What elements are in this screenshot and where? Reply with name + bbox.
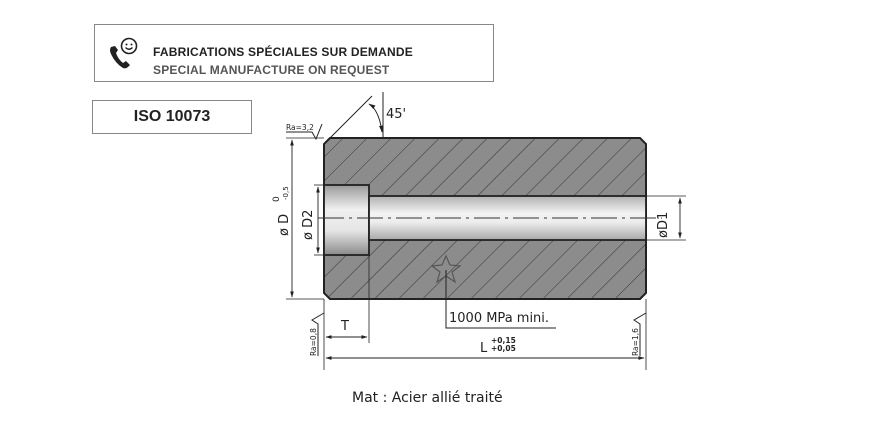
hardness-note: 1000 MPa mini. (449, 311, 549, 326)
roughness-top-label: Ra=3,2 (286, 123, 314, 132)
d1-label: øD1 (656, 212, 671, 238)
l-label: L (480, 341, 488, 356)
od-label: ø D (277, 214, 292, 236)
standard-badge: ISO 10073 (92, 100, 252, 134)
t-label: T (340, 319, 349, 334)
roughness-left-label: Ra=0,8 (309, 328, 318, 356)
l-tol-lower: +0,05 (491, 344, 516, 353)
standard-label: ISO 10073 (133, 108, 211, 125)
l-tol-upper: +0,15 (491, 336, 516, 345)
hardness-leader (445, 270, 556, 329)
header-banner: FABRICATIONS SPÉCIALES SUR DEMANDE SPECI… (94, 24, 494, 82)
material-note: Mat : Acier allié traité (352, 390, 503, 406)
roughness-top-symbol (286, 123, 323, 141)
phone-smiley-icon (110, 37, 138, 69)
counterbore (323, 184, 370, 256)
header-title-fr: FABRICATIONS SPÉCIALES SUR DEMANDE (153, 45, 413, 59)
roughness-right-label: Ra=1,6 (631, 328, 640, 356)
d2-label: ø D2 (301, 210, 316, 240)
od-tol-upper: 0 (272, 196, 282, 202)
roughness-left-symbol (311, 312, 325, 356)
chamfer-angle-label: 45' (386, 107, 406, 122)
header-title-en: SPECIAL MANUFACTURE ON REQUEST (153, 63, 390, 77)
chamfer-line (329, 95, 373, 139)
od-tol-lower: -0,5 (282, 186, 290, 200)
roughness-right-symbol (633, 312, 647, 356)
chamfer-angle-arc (368, 103, 384, 133)
